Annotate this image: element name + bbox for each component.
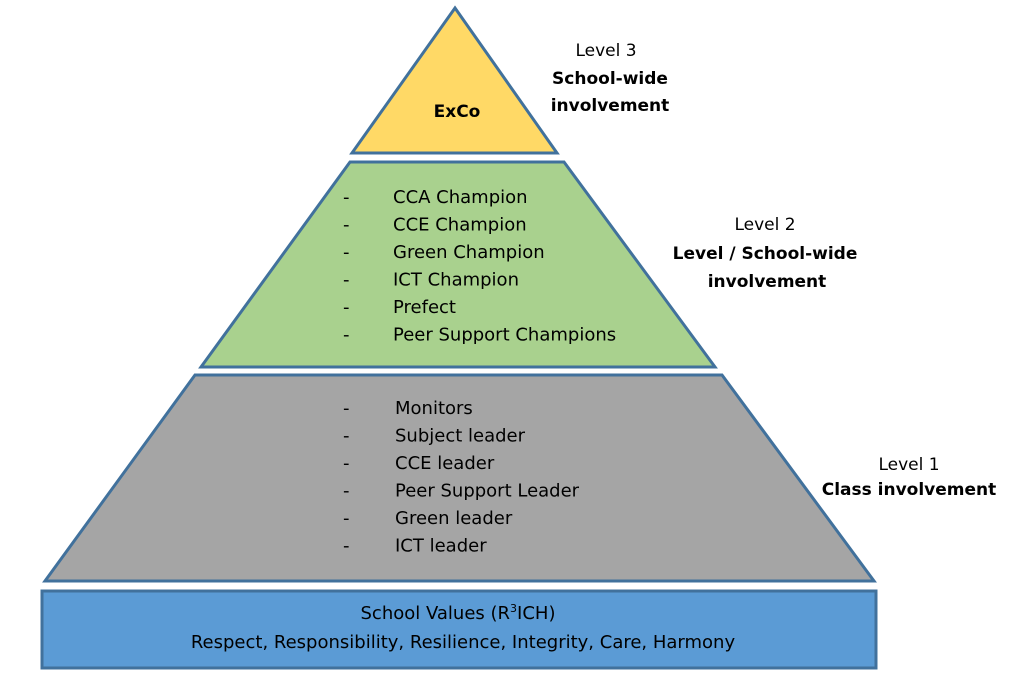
bottom-tier-bullet: - bbox=[343, 426, 350, 447]
middle-tier-item: CCE Champion bbox=[393, 215, 527, 236]
bottom-tier-item: CCE leader bbox=[395, 453, 495, 474]
bottom-tier-bullet: - bbox=[343, 453, 350, 474]
pyramid-middle-tier bbox=[198, 160, 718, 369]
level-3-desc-line1: School-wide bbox=[552, 69, 668, 89]
middle-tier-item: Green Champion bbox=[393, 242, 545, 263]
level-2-name: Level 2 bbox=[734, 215, 795, 235]
middle-tier-item: Prefect bbox=[393, 297, 456, 318]
middle-tier-bullet: - bbox=[343, 270, 350, 291]
school-values-box bbox=[40, 589, 878, 670]
middle-tier-item: CCA Champion bbox=[393, 187, 528, 208]
bottom-tier-item: ICT leader bbox=[395, 536, 487, 557]
bottom-tier-item: Green leader bbox=[395, 508, 513, 529]
level-3-name: Level 3 bbox=[575, 41, 636, 61]
school-values-list: Respect, Responsibility, Resilience, Int… bbox=[191, 632, 736, 653]
school-values-title-suffix: ICH) bbox=[517, 603, 555, 624]
school-values-title-prefix: School Values (R bbox=[361, 603, 511, 624]
middle-tier-bullet: - bbox=[343, 242, 350, 263]
middle-tier-item: Peer Support Champions bbox=[393, 325, 616, 346]
bottom-tier-bullet: - bbox=[343, 398, 350, 419]
level-2-desc-line2: involvement bbox=[708, 272, 827, 292]
level-1-desc-line1: Class involvement bbox=[822, 480, 997, 500]
bottom-tier-bullet: - bbox=[343, 481, 350, 502]
middle-tier-list: - CCA Champion - CCE Champion - Green Champio… bbox=[343, 187, 616, 346]
exco-label: ExCo bbox=[434, 102, 481, 122]
bottom-tier-item: Monitors bbox=[395, 398, 473, 419]
school-values-title: School Values (R3ICH) bbox=[361, 602, 556, 624]
middle-tier-bullet: - bbox=[343, 297, 350, 318]
middle-tier-bullet: - bbox=[343, 325, 350, 346]
bottom-tier-bullet: - bbox=[343, 508, 350, 529]
bottom-tier-item: Subject leader bbox=[395, 426, 526, 447]
pyramid-top-tier bbox=[349, 5, 560, 155]
level-3-desc-line2: involvement bbox=[551, 96, 670, 116]
middle-tier-bullet: - bbox=[343, 187, 350, 208]
level-1-name: Level 1 bbox=[878, 455, 939, 475]
bottom-tier-item: Peer Support Leader bbox=[395, 481, 580, 502]
pyramid-bottom-tier bbox=[42, 373, 877, 583]
school-values-title-superscript: 3 bbox=[510, 602, 517, 615]
bottom-tier-list: - Monitors - Subject leader - CCE leader - Peer… bbox=[343, 398, 580, 557]
bottom-tier-bullet: - bbox=[343, 536, 350, 557]
middle-tier-bullet: - bbox=[343, 215, 350, 236]
level-2-desc-line1: Level / School-wide bbox=[673, 244, 858, 264]
middle-tier-item: ICT Champion bbox=[393, 270, 519, 291]
